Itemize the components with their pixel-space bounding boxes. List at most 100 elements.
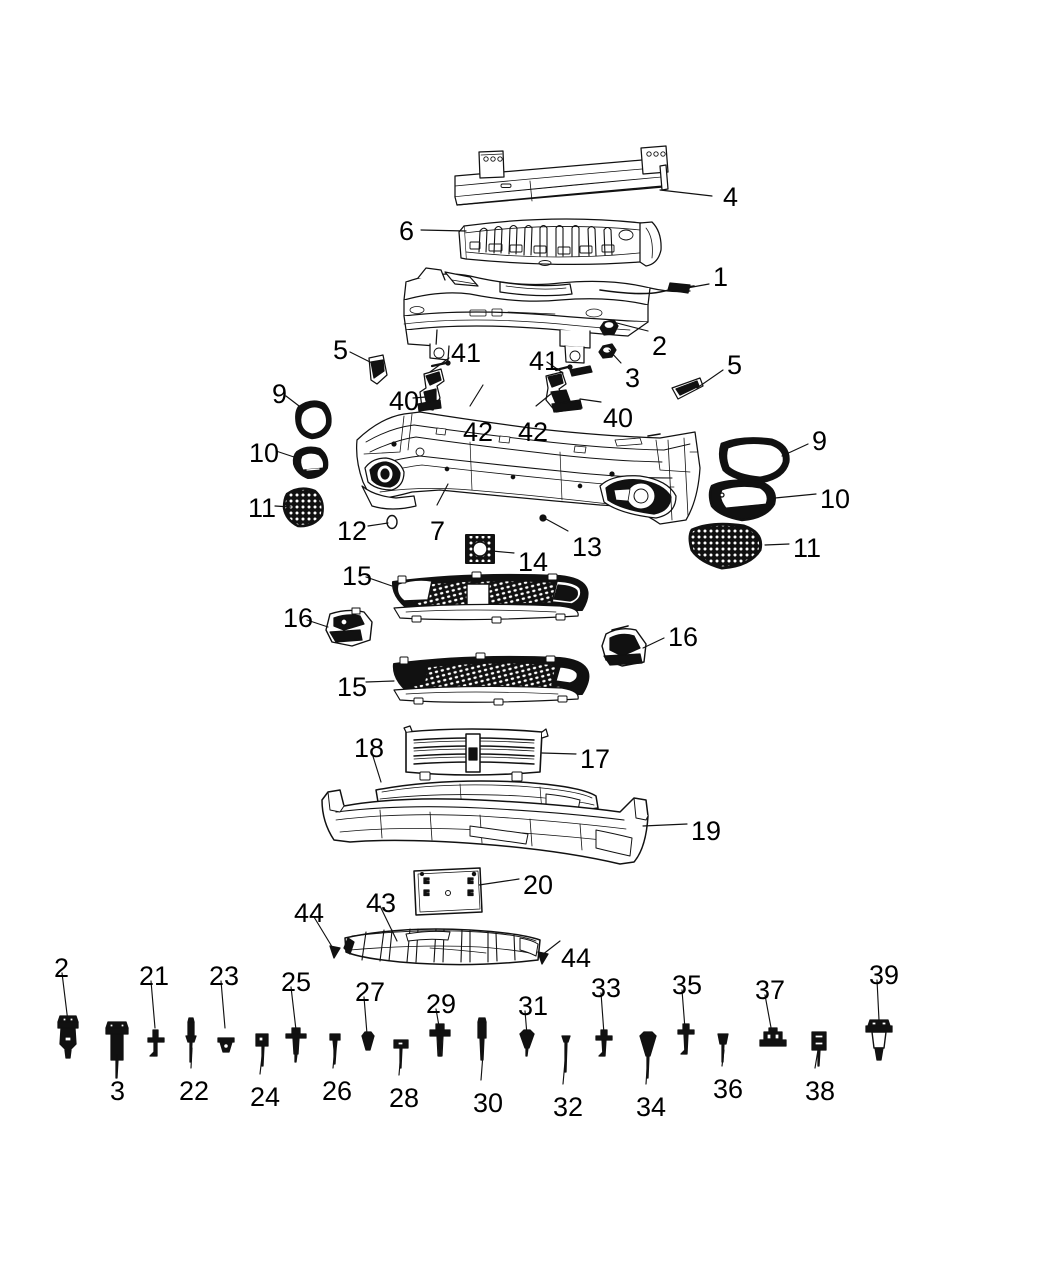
leader-line-10	[774, 493, 817, 499]
callout-number-31: 31	[518, 991, 549, 1021]
leader-line-3	[608, 349, 622, 364]
part-44-left	[329, 945, 341, 959]
callout-number-23: 23	[209, 961, 240, 991]
leader-line-21	[150, 980, 156, 1029]
leader-line-34	[645, 1054, 649, 1085]
callout-number-20: 20	[523, 870, 554, 900]
part-9-bezel-left	[295, 400, 332, 440]
part-6-energy-absorber	[458, 218, 662, 267]
part-5-bracket-right	[671, 377, 704, 400]
callout-number-41: 41	[529, 346, 560, 376]
leader-line-39	[876, 979, 880, 1021]
callout-number-22: 22	[179, 1076, 210, 1106]
callout-number-11: 11	[248, 493, 277, 523]
callout-number-36: 36	[713, 1074, 744, 1104]
leader-line-26	[332, 1046, 336, 1069]
part-19-air-dam	[321, 789, 649, 865]
leader-line-11	[764, 543, 790, 546]
callout-number-44: 44	[561, 943, 592, 973]
leader-line-44	[541, 940, 561, 956]
leader-line-31	[524, 1010, 528, 1036]
callout-number-16: 16	[668, 622, 699, 652]
fastener-25	[285, 1027, 307, 1063]
part-5-bracket-left	[368, 354, 388, 385]
callout-number-27: 27	[355, 977, 386, 1007]
leader-line-35	[681, 989, 686, 1030]
callout-number-9: 9	[272, 379, 288, 409]
part-12-tow-cap	[386, 514, 398, 530]
fastener-37	[759, 1027, 787, 1047]
part-40-41-42-left	[417, 360, 451, 412]
leader-line-15	[365, 576, 393, 587]
part-2-nut-top	[599, 319, 619, 336]
leader-line-18	[370, 749, 382, 783]
callout-number-33: 33	[591, 973, 622, 1003]
callout-number-18: 18	[354, 733, 385, 763]
leader-line-10	[275, 450, 301, 460]
leader-line-25	[290, 986, 297, 1031]
leader-line-16	[306, 619, 329, 628]
callout-number-16: 16	[283, 603, 314, 633]
callout-number-24: 24	[250, 1082, 281, 1112]
part-7-front-fascia	[356, 411, 701, 525]
leader-line-4	[659, 189, 713, 197]
part-43-deflector	[343, 928, 541, 966]
leader-line-29	[435, 1008, 441, 1033]
leader-line-2	[61, 972, 69, 1023]
leader-line-5	[349, 351, 373, 364]
callout-number-12: 12	[337, 516, 368, 546]
leader-line-16	[642, 637, 665, 649]
callout-number-42: 42	[463, 417, 494, 447]
leader-line-36	[721, 1049, 725, 1067]
fastener-22	[185, 1017, 197, 1063]
callout-number-15: 15	[337, 672, 368, 702]
leader-line-2	[612, 321, 649, 332]
part-10-bezel-right	[708, 479, 776, 522]
leader-line-30	[480, 1053, 484, 1081]
callout-number-38: 38	[805, 1076, 836, 1106]
part-15-grille-lower	[392, 652, 590, 706]
leader-line-6	[420, 229, 467, 232]
callout-number-5: 5	[727, 350, 743, 380]
fastener-29	[429, 1023, 451, 1057]
callout-number-2: 2	[54, 953, 70, 983]
callout-number-19: 19	[691, 816, 722, 846]
leader-line-38	[814, 1049, 819, 1069]
fastener-38	[811, 1031, 827, 1067]
leader-line-37	[764, 994, 773, 1034]
leader-line-7	[436, 483, 449, 506]
fastener-27	[361, 1031, 375, 1051]
leader-line-14	[491, 550, 515, 554]
part-9-bezel-right	[718, 437, 790, 484]
part-40-41-42-right	[545, 364, 593, 413]
leader-line-9	[285, 395, 304, 410]
callout-number-5: 5	[333, 335, 349, 365]
fastener-39	[865, 1019, 893, 1061]
leader-line-40	[412, 396, 427, 399]
callout-number-1: 1	[713, 262, 729, 292]
leader-line-15	[365, 680, 395, 683]
callout-number-43: 43	[366, 888, 397, 918]
callout-number-3: 3	[110, 1076, 126, 1106]
callout-number-4: 4	[723, 182, 739, 212]
fastener-row	[57, 1015, 893, 1079]
part-11-grille-right	[688, 522, 763, 570]
callout-number-30: 30	[473, 1088, 504, 1118]
callout-number-40: 40	[603, 403, 634, 433]
leader-line-43	[379, 905, 398, 942]
callout-number-28: 28	[389, 1083, 420, 1113]
fastener-3	[105, 1021, 129, 1079]
leader-line-41	[429, 357, 450, 373]
callout-number-10: 10	[820, 484, 851, 514]
callout-number-21: 21	[139, 961, 170, 991]
leader-line-13	[545, 518, 569, 532]
callout-number-15: 15	[342, 561, 373, 591]
fastener-33	[595, 1029, 613, 1057]
fastener-30	[477, 1017, 487, 1061]
fastener-34	[639, 1031, 657, 1079]
part-13-screw	[539, 514, 547, 522]
fastener-35	[677, 1023, 695, 1055]
callout-number-29: 29	[426, 989, 457, 1019]
